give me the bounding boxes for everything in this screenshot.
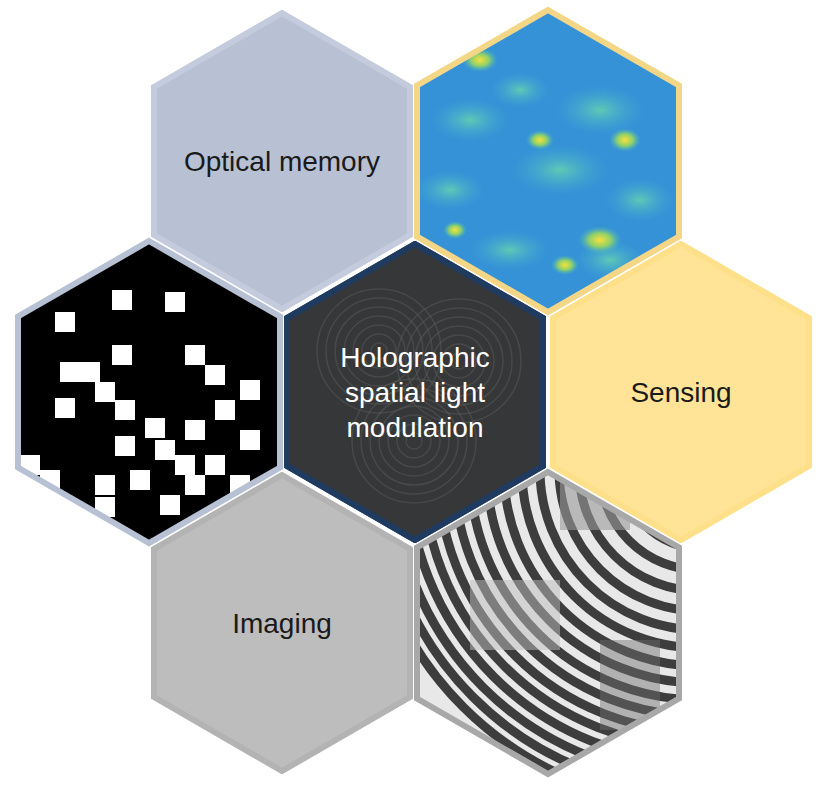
- text-wrap: Imaging: [232, 606, 332, 641]
- node-label: Imaging: [232, 606, 332, 641]
- node-label: Optical memory: [184, 144, 380, 179]
- hexagon-node: Sensing: [550, 241, 812, 543]
- node-label: Sensing: [630, 375, 731, 410]
- hexagon-node: Imaging: [151, 472, 413, 774]
- text-wrap: Holographic spatial light modulation: [320, 340, 510, 445]
- text-wrap: Optical memory: [184, 144, 380, 179]
- node-label: Holographic spatial light modulation: [320, 340, 510, 445]
- text-wrap: Sensing: [630, 375, 731, 410]
